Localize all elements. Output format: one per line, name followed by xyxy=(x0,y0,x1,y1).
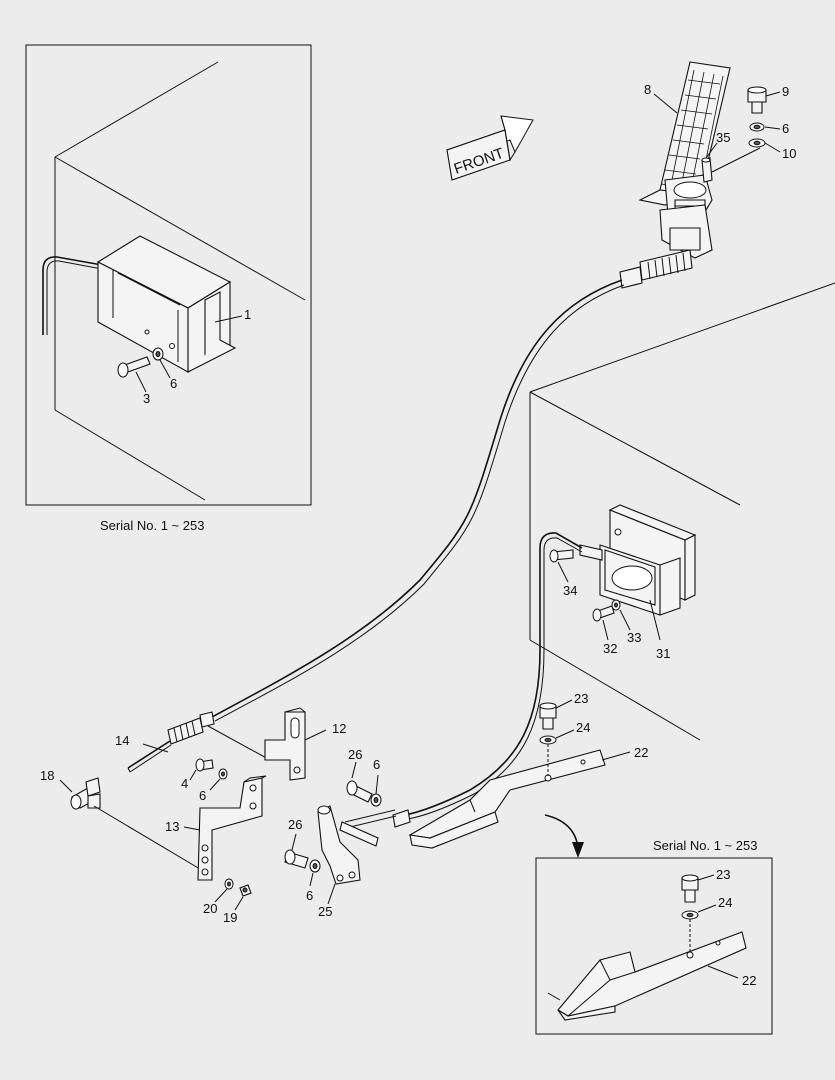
label-6-mid: 6 xyxy=(373,757,380,772)
label-6-top: 6 xyxy=(782,121,789,136)
bolt-part-9 xyxy=(747,86,767,114)
label-6-lower: 6 xyxy=(306,888,313,903)
bottom-inset: 23 24 22 xyxy=(535,857,773,1035)
throttle-cable xyxy=(211,279,625,722)
label-26-lower: 26 xyxy=(288,817,302,832)
label-12: 12 xyxy=(332,721,346,736)
bolt-part-3 xyxy=(117,356,151,378)
label-19: 19 xyxy=(223,910,237,925)
label-24-inset: 24 xyxy=(718,895,732,910)
right-wall xyxy=(529,282,835,741)
bolt-part-26-lower: 26 xyxy=(284,817,309,869)
bracket-part-12: 12 xyxy=(264,707,346,781)
label-6: 6 xyxy=(170,376,177,391)
label-6-left: 6 xyxy=(199,788,206,803)
top-inset: 1 3 6 xyxy=(25,44,312,506)
switch-box-part-31: 34 33 32 31 xyxy=(539,504,697,661)
label-22-inset: 22 xyxy=(742,973,756,988)
label-1: 1 xyxy=(244,307,251,322)
elbow-part-18: 18 xyxy=(40,768,206,873)
label-35: 35 xyxy=(716,130,730,145)
label-34: 34 xyxy=(563,583,577,598)
top-inset-caption: Serial No. 1 ~ 253 xyxy=(100,518,204,533)
label-22: 22 xyxy=(634,745,648,760)
label-23: 23 xyxy=(574,691,588,706)
label-4: 4 xyxy=(181,776,188,791)
bolt-part-4: 4 xyxy=(181,758,214,791)
lever-part-25: 25 xyxy=(317,805,379,919)
label-33: 33 xyxy=(627,630,641,645)
bottom-inset-caption: Serial No. 1 ~ 253 xyxy=(653,838,757,853)
label-31: 31 xyxy=(656,646,670,661)
label-23-inset: 23 xyxy=(716,867,730,882)
label-9: 9 xyxy=(782,84,789,99)
label-32: 32 xyxy=(603,641,617,656)
label-25: 25 xyxy=(318,904,332,919)
label-3: 3 xyxy=(143,391,150,406)
cable-end-part-14: 14 xyxy=(115,711,271,773)
label-24: 24 xyxy=(576,720,590,735)
label-26-upper: 26 xyxy=(348,747,362,762)
label-14: 14 xyxy=(115,733,129,748)
label-13: 13 xyxy=(165,819,179,834)
switch-box-part-1 xyxy=(96,235,237,373)
bracket-part-13: 13 xyxy=(165,775,267,881)
lever-part-22: 22 xyxy=(408,745,648,849)
front-arrow: FRONT xyxy=(446,115,534,181)
label-18: 18 xyxy=(40,768,54,783)
label-20: 20 xyxy=(203,901,217,916)
label-10: 10 xyxy=(782,146,796,161)
label-8: 8 xyxy=(644,82,651,97)
pedal-assembly: 8 9 6 10 35 xyxy=(619,61,796,289)
bolt-part-23: 23 xyxy=(539,691,588,730)
bolt-part-26-upper: 26 xyxy=(346,747,373,803)
